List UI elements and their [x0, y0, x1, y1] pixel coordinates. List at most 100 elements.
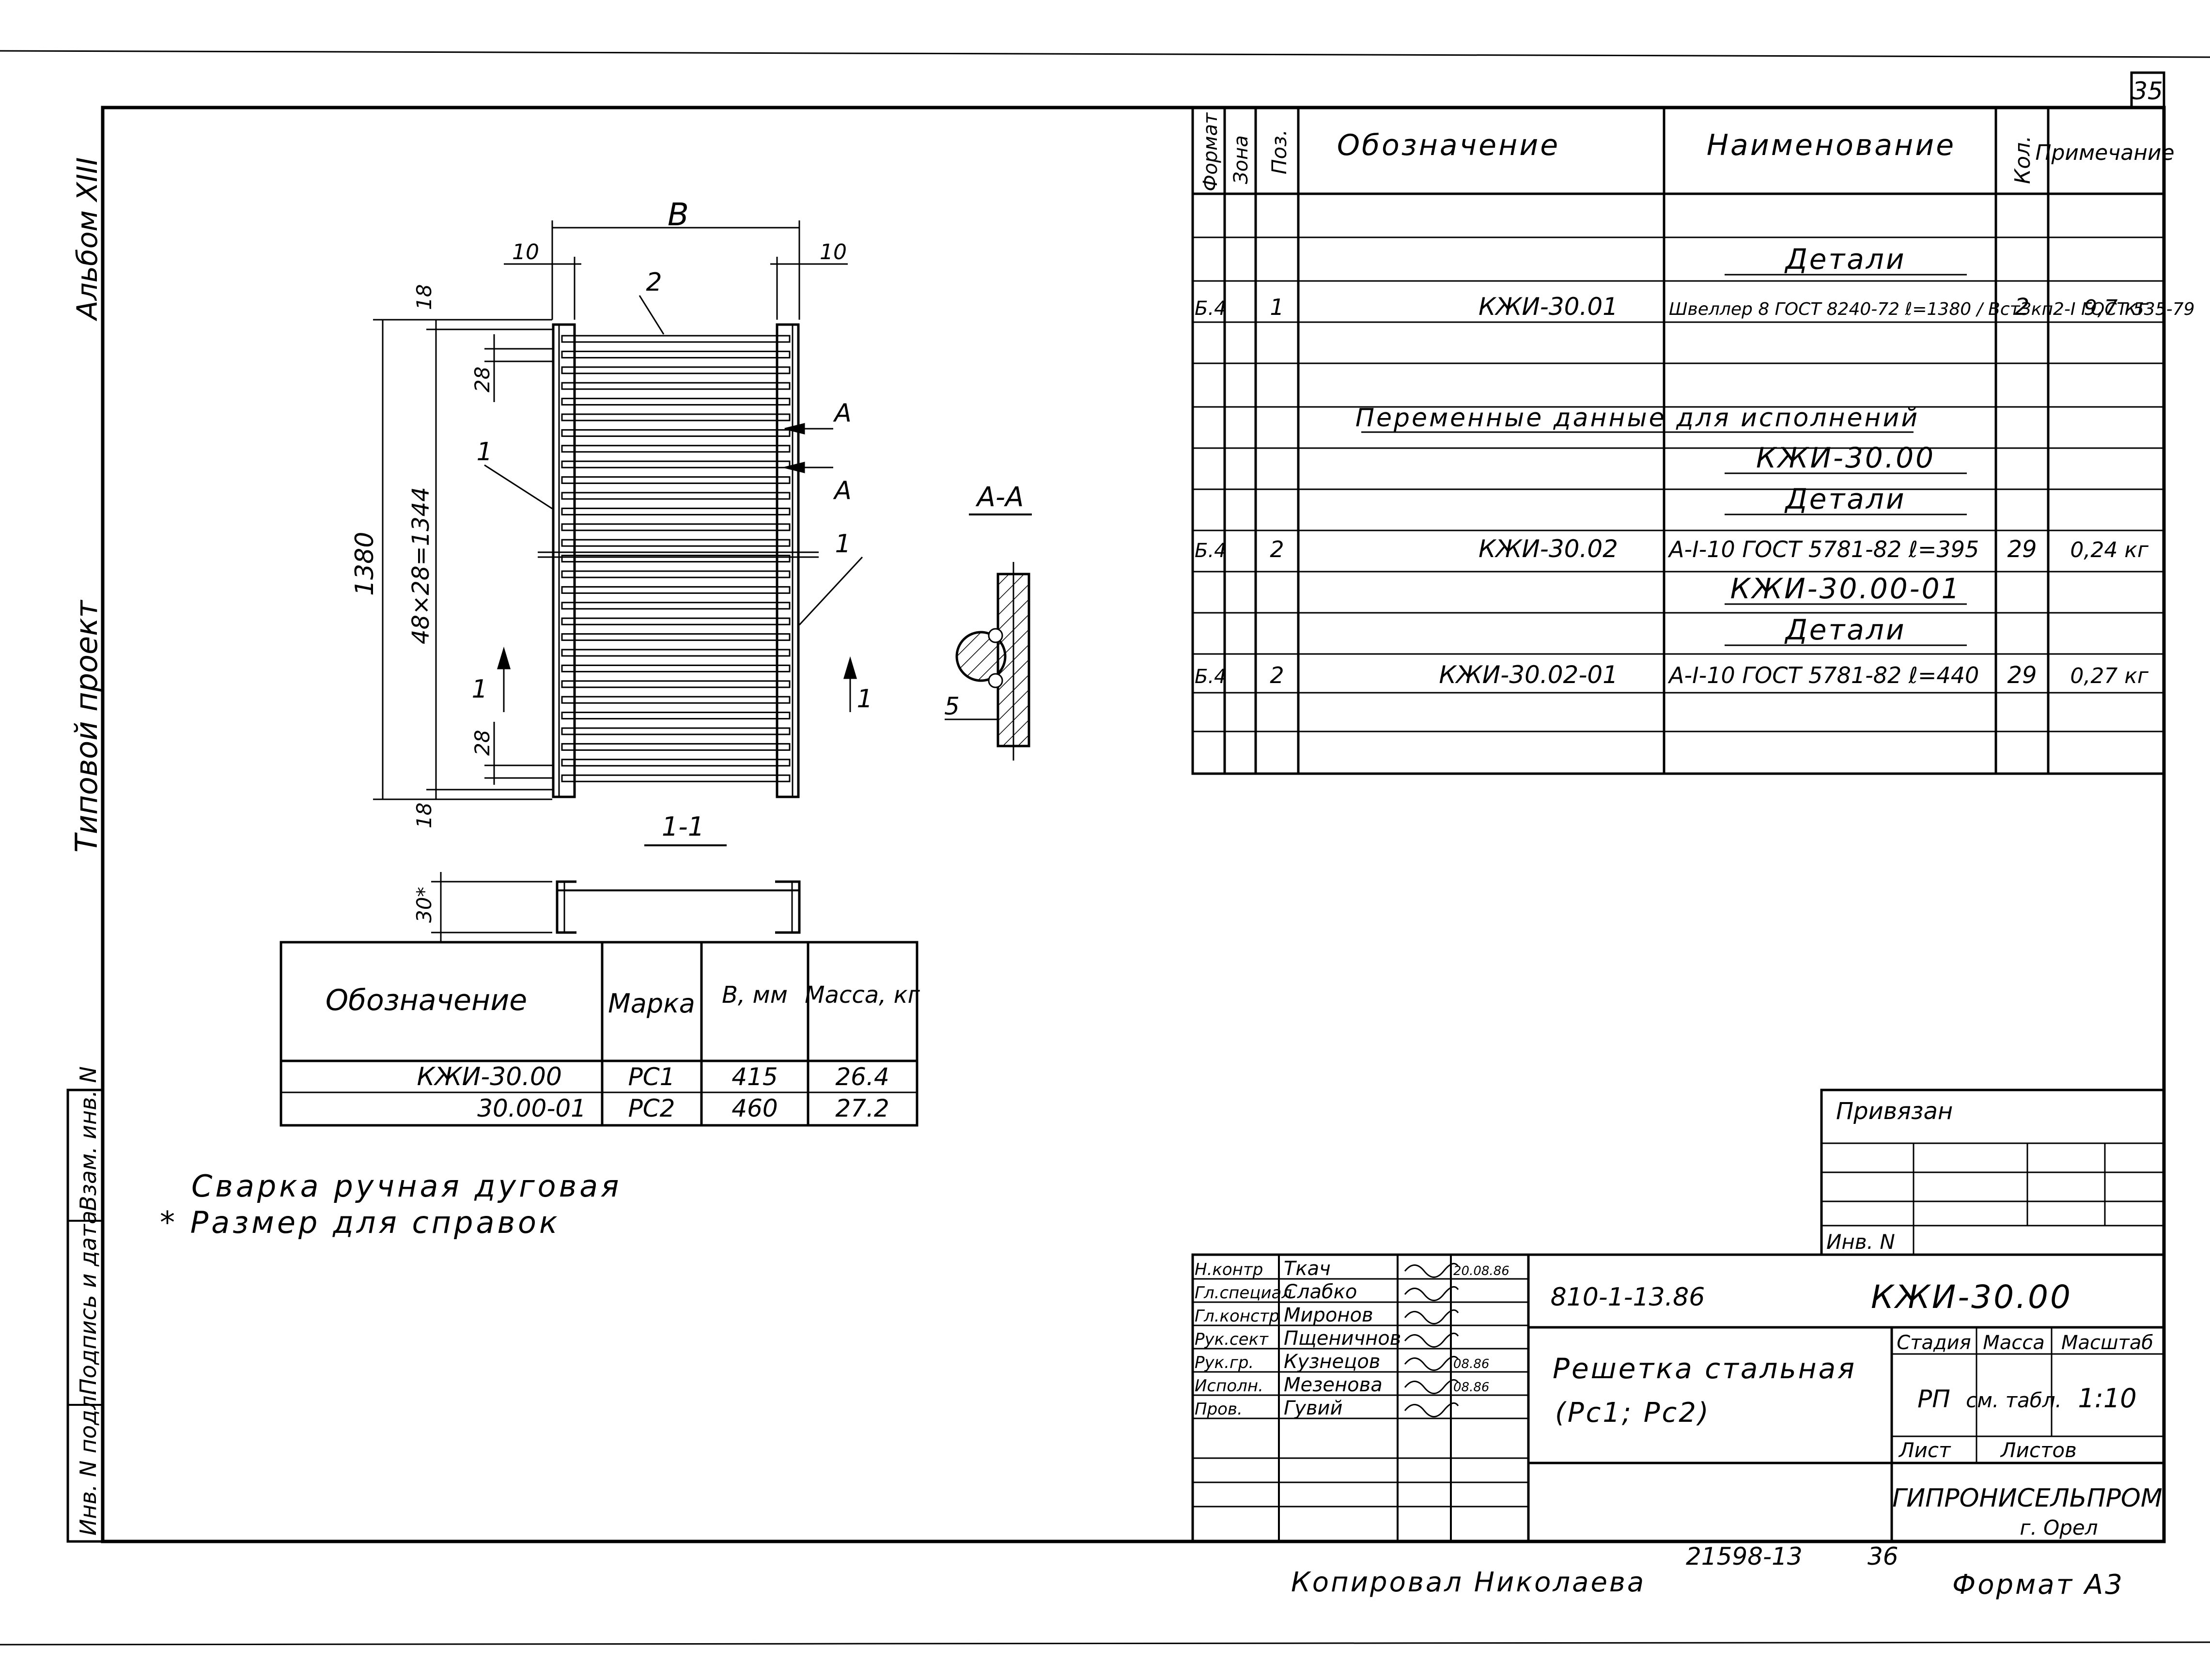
spec-header-note: Примечание	[2035, 140, 2174, 165]
role-title: Гл.констр	[1195, 1307, 1279, 1326]
dim-10-left: 10	[512, 240, 539, 264]
spec-cell-desig: КЖИ-30.02	[1479, 535, 1618, 563]
grate-bar	[561, 366, 791, 374]
title-line1: Решетка стальная	[1553, 1352, 1856, 1385]
stage-label: Стадия	[1897, 1332, 1971, 1354]
role-name: Слабко	[1284, 1281, 1357, 1303]
side-stamp	[66, 1089, 104, 1543]
main-frame	[101, 106, 2166, 1543]
dim-10-right: 10	[820, 240, 847, 264]
signature	[1404, 1355, 1459, 1371]
scale-label: Масштаб	[2061, 1332, 2153, 1354]
grate-bar	[561, 555, 791, 563]
signature	[1404, 1309, 1459, 1324]
variants-row2-desig: 30.00-01	[477, 1094, 586, 1122]
spec-header-name: Наименование	[1707, 128, 1956, 162]
role-title: Исполн.	[1195, 1376, 1263, 1396]
note-reference: * Размер для справок	[160, 1205, 560, 1240]
doc-code: КЖИ-30.00	[1871, 1278, 2072, 1316]
album-label: Альбом XIII	[71, 157, 104, 322]
grate-bar	[561, 633, 791, 641]
format-label: Формат А3	[1952, 1569, 2124, 1601]
role-title: Гл.специал	[1195, 1283, 1292, 1303]
grate-bar	[561, 398, 791, 406]
role-name: Гувий	[1284, 1397, 1343, 1419]
spec-row: Детали	[1725, 613, 1967, 646]
spec-cell-format: Б.4	[1195, 297, 1227, 320]
spec-cell-qty: 29	[2007, 536, 2037, 563]
stage-value: РП	[1917, 1385, 1950, 1413]
spec-cell-name: Детали	[1784, 243, 1906, 276]
spec-cell-pos: 1	[1270, 294, 1284, 320]
pos-1-right: 1	[835, 529, 851, 559]
variants-row1-b: 415	[731, 1063, 778, 1091]
spec-cell-qty: 29	[2007, 662, 2037, 689]
dim-30: 30*	[412, 887, 436, 923]
grate-plan-view	[538, 323, 819, 798]
grate-bar	[561, 382, 791, 390]
sheet-number: 35	[2132, 77, 2163, 105]
spec-header-zone: Зона	[1230, 135, 1252, 184]
pos-1-left: 1	[476, 437, 492, 467]
spec-cell-pos: 2	[1270, 662, 1284, 688]
dim-28-top: 28	[470, 367, 494, 392]
role-name: Ткач	[1284, 1258, 1331, 1280]
grate-bar	[561, 586, 791, 594]
spec-header-pos: Поз.	[1267, 129, 1291, 174]
signature	[1404, 1286, 1459, 1301]
project-type-label: Типовой проект	[69, 599, 104, 853]
variants-row2-mark: РС2	[628, 1094, 675, 1122]
page-edge-bottom	[0, 1641, 2210, 1646]
spec-cell-name: Швеллер 8 ГОСТ 8240-72 ℓ=1380 / ВстЗкп2-…	[1669, 299, 2194, 319]
variants-header-mark: Марка	[608, 988, 695, 1019]
grate-bar	[561, 602, 791, 610]
spec-row: Детали	[1725, 482, 1967, 515]
signature	[1404, 1379, 1459, 1394]
side-stamp-vzam: Взам. инв. N	[75, 1066, 101, 1211]
spec-row: КЖИ-30.00	[1725, 441, 1967, 474]
grate-bar	[561, 774, 791, 782]
spec-cell-name: Детали	[1784, 482, 1906, 515]
side-stamp-inv: Инв. N подл.	[75, 1388, 101, 1536]
variants-row1-mass: 26.4	[835, 1063, 889, 1091]
dim-48x28: 48×28=1344	[407, 487, 435, 644]
sheet-label: Лист	[1898, 1438, 1951, 1462]
section-aa-view	[945, 562, 1030, 761]
spec-header-qty: Кол.	[2010, 136, 2035, 184]
org-name: ГИПРОНИСЕЛЬПРОМ	[1892, 1484, 2162, 1513]
grate-bar	[561, 445, 791, 453]
grate-bars	[561, 335, 791, 782]
variants-header-desig: Обозначение	[326, 983, 527, 1017]
role-name: Кузнецов	[1284, 1351, 1380, 1373]
spec-cell-name: A-I-10 ГОСТ 5781-82 ℓ=440	[1667, 662, 1979, 688]
variants-header-mass: Масса, кг	[805, 981, 920, 1009]
sheets-label: Листов	[2000, 1438, 2077, 1462]
dim-28-bottom: 28	[470, 730, 494, 756]
role-title: Рук.гр.	[1195, 1353, 1254, 1372]
side-stamp-podpis: Подпись и дата	[75, 1211, 101, 1395]
section-aa-label: A-A	[976, 482, 1024, 513]
role-row: Н.контр Ткач 20.08.86	[1195, 1258, 1510, 1280]
note-welding: Сварка ручная дуговая	[191, 1168, 622, 1204]
role-title: Н.контр	[1195, 1260, 1263, 1279]
dim-18-bottom: 18	[412, 803, 436, 828]
grate-bar	[561, 429, 791, 437]
spec-cell-qty: 2	[2015, 294, 2030, 321]
variants-row1-desig: КЖИ-30.00	[417, 1062, 562, 1091]
spec-cell-format: Б.4	[1195, 540, 1227, 562]
grate-dimensions	[373, 220, 863, 800]
spec-row: Б.4 1 КЖИ-30.01 Швеллер 8 ГОСТ 8240-72 ℓ=13…	[1195, 293, 2194, 321]
spec-cell-desig: КЖИ-30.01	[1479, 293, 1618, 321]
signature	[1404, 1332, 1459, 1348]
role-date: 20.08.86	[1453, 1264, 1510, 1278]
variants-row2-mass: 27.2	[835, 1094, 889, 1122]
role-title: Пров.	[1195, 1400, 1243, 1419]
spec-cell-name: Детали	[1784, 613, 1906, 646]
grate-bar	[561, 539, 791, 547]
pos-2: 2	[646, 268, 662, 297]
privyazan-label: Привязан	[1836, 1098, 1953, 1125]
project-code: 810-1-13.86	[1551, 1283, 1705, 1312]
